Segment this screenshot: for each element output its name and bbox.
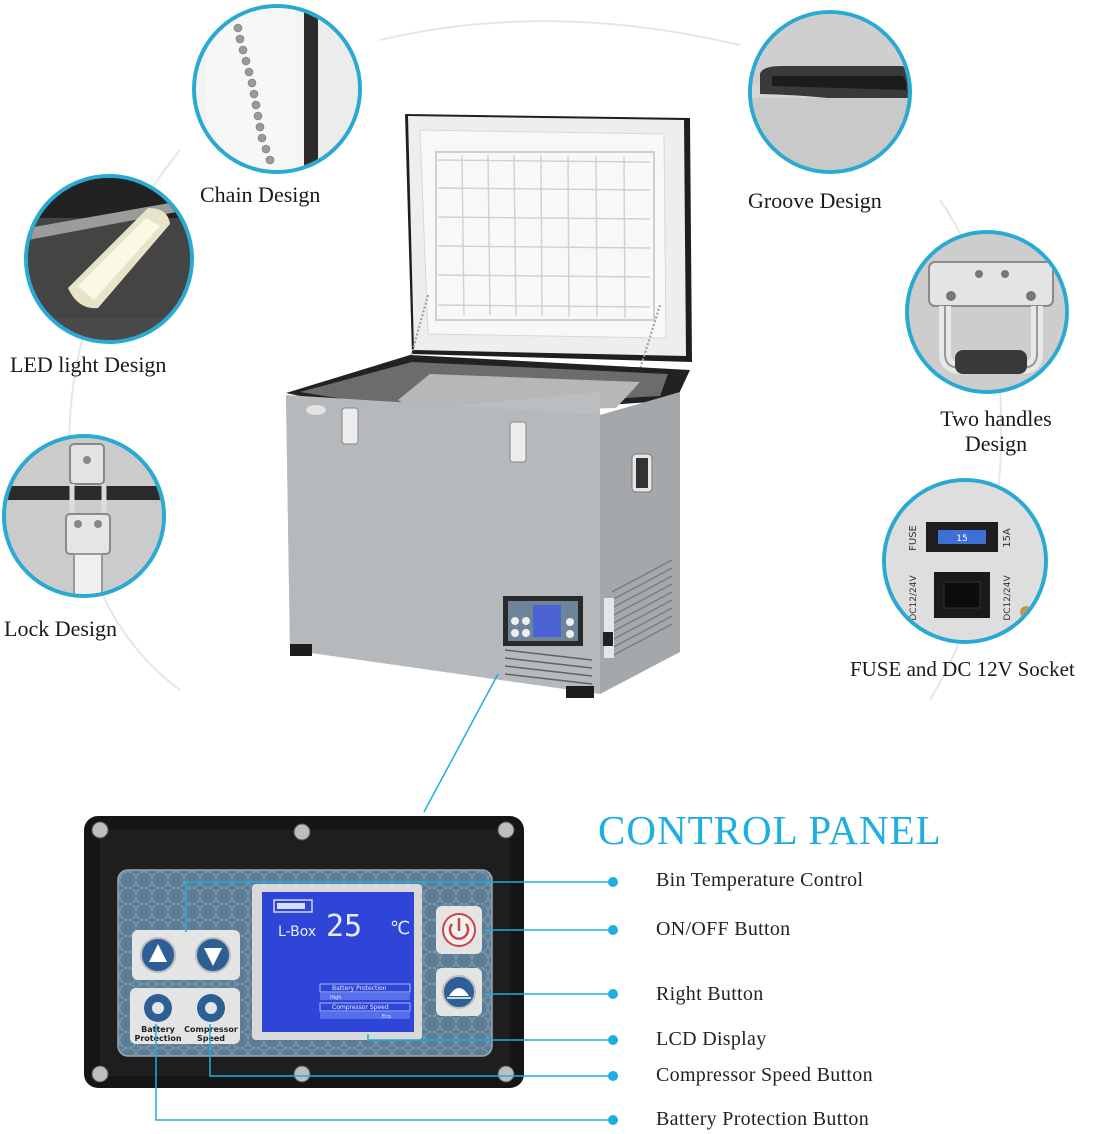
lock-design-photo: [2, 434, 166, 598]
two-handles-design-label: Two handles Design: [918, 406, 1074, 456]
battery-button-label-1: Battery: [141, 1025, 176, 1034]
amp-text: 15A: [1002, 528, 1013, 548]
fuse-socket-photo: 15 FUSE 15A DC12/24V DC12/24V: [882, 478, 1048, 644]
label-onoff-button: ON/OFF Button: [656, 918, 791, 940]
two-handles-label-line2: Design: [964, 431, 1028, 456]
control-panel-title: CONTROL PANEL: [598, 807, 942, 853]
fuse-text: FUSE: [908, 525, 919, 551]
callout-dot-bin-temp: [608, 877, 618, 887]
callout-dot-lcd: [608, 1035, 618, 1045]
groove-design-label: Groove Design: [748, 188, 882, 213]
lcd-row2-value: Eco: [382, 1014, 391, 1020]
compressor-button-label-1: Compressor: [184, 1025, 238, 1034]
groove-design-photo: [748, 10, 912, 174]
callout-dot-right: [608, 989, 618, 999]
lcd-row1-text: Battery Protection: [332, 985, 387, 992]
two-handles-label-line1: Two handles: [940, 406, 1052, 431]
label-battery-protection-button: Battery Protection Button: [656, 1108, 870, 1130]
callout-dot-battery: [608, 1115, 618, 1125]
lcd-row2-text: Compressor Speed: [332, 1004, 389, 1011]
chain-design-photo: [192, 4, 362, 174]
chain-design-label: Chain Design: [200, 182, 321, 207]
lcd-row1-value: High: [330, 995, 342, 1001]
lcd-temp-text: 25: [326, 909, 362, 944]
callout-dot-onoff: [608, 925, 618, 935]
led-light-design-label: LED light Design: [10, 352, 167, 377]
led-light-design-photo: [24, 174, 194, 344]
lcd-unit-text: ℃: [390, 918, 410, 939]
lock-design-label: Lock Design: [4, 616, 118, 641]
label-bin-temperature-control: Bin Temperature Control: [656, 869, 864, 891]
dc-left-text: DC12/24V: [909, 575, 919, 621]
dc-right-text: DC12/24V: [1003, 575, 1013, 621]
battery-button-label-2: Protection: [134, 1034, 181, 1043]
two-handles-design-photo: [905, 230, 1069, 394]
label-right-button: Right Button: [656, 983, 764, 1005]
lcd-mode-text: L-Box: [278, 924, 316, 940]
compressor-button-label-2: Speed: [197, 1034, 225, 1043]
fuse-value-text: 15: [956, 534, 967, 544]
fuse-socket-label: FUSE and DC 12V Socket: [850, 657, 1075, 681]
callout-dot-compressor: [608, 1071, 618, 1081]
label-lcd-display: LCD Display: [656, 1028, 767, 1050]
label-compressor-speed-button: Compressor Speed Button: [656, 1064, 873, 1086]
